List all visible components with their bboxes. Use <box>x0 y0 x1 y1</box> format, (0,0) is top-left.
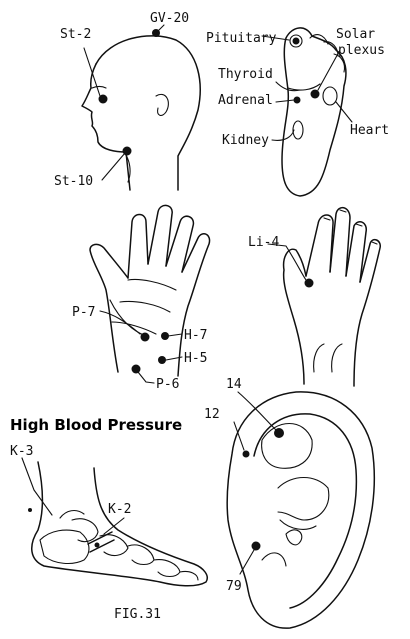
label-pituitary: Pituitary <box>206 31 277 46</box>
ear-outline <box>226 391 376 629</box>
label-thyroid: Thyroid <box>218 67 273 82</box>
leader-kidney <box>271 129 295 141</box>
leader-h-7 <box>167 333 183 337</box>
leader-14 <box>237 391 277 431</box>
point-st-2 <box>98 94 108 104</box>
figure-caption: FIG.31 <box>114 607 161 622</box>
leader-st-10 <box>101 152 126 181</box>
point-heart-zone <box>322 86 338 106</box>
leader-solar-plexus <box>317 49 341 91</box>
point-14 <box>274 428 284 438</box>
point-12 <box>242 450 250 458</box>
label-79: 79 <box>226 579 242 594</box>
label-h-5: H-5 <box>184 351 207 366</box>
label-solar: Solar <box>336 27 375 42</box>
foot-sole-outline <box>281 27 347 197</box>
label-k-2: K-2 <box>108 502 131 517</box>
point-p-7 <box>140 332 150 342</box>
point-h-7 <box>161 332 169 340</box>
label-kidney: Kidney <box>222 133 269 148</box>
leader-st-2 <box>83 47 101 97</box>
leader-k-2 <box>103 517 125 535</box>
point-adrenal <box>293 96 301 104</box>
point-h-5 <box>158 356 166 364</box>
point-pituitary-ring <box>289 34 303 48</box>
label-plexus: plexus <box>338 43 385 58</box>
label-k-3: K-3 <box>10 444 33 459</box>
point-solar-plexus <box>310 89 320 99</box>
leader-thyroid <box>275 81 301 92</box>
leader-p-6 <box>137 371 155 384</box>
leader-k-3 <box>21 457 53 516</box>
label-gv-20: GV-20 <box>150 11 189 26</box>
foot-side-outline <box>31 461 208 587</box>
point-pituitary <box>292 37 300 45</box>
leader-heart <box>335 101 353 123</box>
leader-pituitary <box>261 35 290 41</box>
leader-adrenal <box>275 99 295 103</box>
label-p-6: P-6 <box>156 377 179 392</box>
leader-12 <box>233 421 245 451</box>
leader-li-4 <box>267 243 307 281</box>
leader-h-5 <box>165 356 183 361</box>
label-14: 14 <box>226 377 242 392</box>
leader-p-7 <box>99 310 141 335</box>
point-p-6 <box>131 364 141 374</box>
label-li-4: Li-4 <box>248 235 279 250</box>
label-st-10: St-10 <box>54 174 93 189</box>
point-79 <box>251 541 261 551</box>
label-p-7: P-7 <box>72 305 95 320</box>
leader-gv-20 <box>156 24 165 33</box>
page-title: High Blood Pressure <box>10 416 182 434</box>
point-li-4 <box>304 278 314 288</box>
point-kidney-zone <box>292 120 304 140</box>
back-hand-outline <box>282 206 381 387</box>
leader-79 <box>239 549 255 575</box>
point-k-3-marker <box>28 508 32 512</box>
label-h-7: H-7 <box>184 328 207 343</box>
head-profile <box>81 35 201 191</box>
label-st-2: St-2 <box>60 27 91 42</box>
point-k-2-mark <box>87 531 115 553</box>
point-k-2 <box>94 542 100 548</box>
label-12: 12 <box>204 407 220 422</box>
label-adrenal: Adrenal <box>218 93 273 108</box>
label-heart: Heart <box>350 123 389 138</box>
palm-outline <box>89 204 211 377</box>
